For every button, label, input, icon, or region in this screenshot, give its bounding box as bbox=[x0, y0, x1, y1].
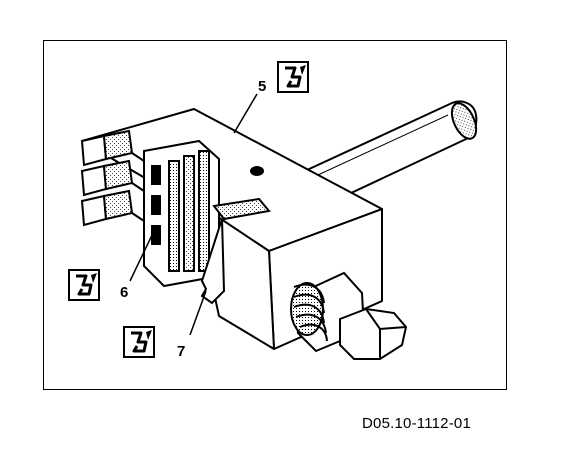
hex-nut bbox=[339, 307, 408, 360]
mounting-plate bbox=[200, 197, 271, 305]
callout-5: 5 bbox=[233, 61, 309, 134]
callout-5-label: 5 bbox=[258, 78, 266, 95]
figure-frame: 5 6 7 bbox=[43, 40, 507, 390]
callout-6-label: 6 bbox=[120, 284, 128, 301]
figure-code: D05.10-1112-01 bbox=[362, 415, 471, 432]
shaft bbox=[291, 100, 478, 203]
switch-illustration: 5 6 7 bbox=[68, 61, 478, 360]
callout-7-label: 7 bbox=[177, 343, 185, 360]
tool-symbol-icon bbox=[68, 269, 100, 301]
terminal-tabs bbox=[80, 129, 145, 227]
tool-symbol-icon bbox=[277, 61, 309, 93]
contact-block bbox=[143, 139, 220, 288]
callout-6: 6 bbox=[68, 230, 155, 301]
callout-7: 7 bbox=[123, 290, 207, 360]
tool-symbol-icon bbox=[123, 326, 155, 358]
